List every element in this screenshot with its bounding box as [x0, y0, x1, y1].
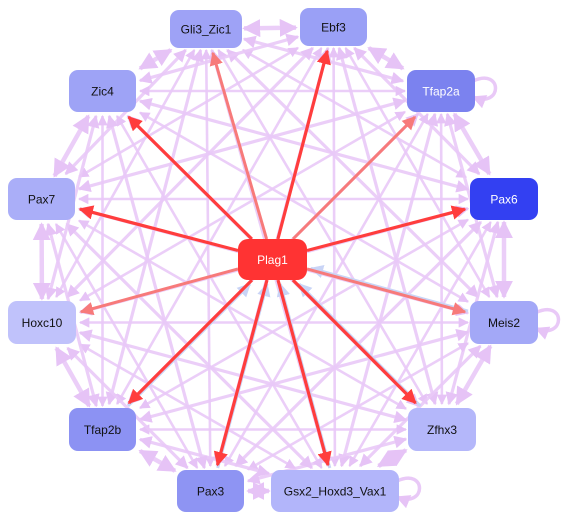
gene-node-label-gsx2_hoxd3_vax1: Gsx2_Hoxd3_Vax1	[284, 485, 387, 499]
gene-node-tfap2a[interactable]: Tfap2a	[407, 70, 475, 112]
gene-node-label-zic4: Zic4	[91, 85, 114, 99]
hub-node-group: Plag1	[238, 239, 307, 280]
self-loop-edges	[395, 76, 561, 509]
gene-node-meis2[interactable]: Meis2	[470, 301, 538, 344]
gene-node-ebf3[interactable]: Ebf3	[300, 8, 367, 46]
gene-node-label-zfhx3: Zfhx3	[427, 423, 457, 437]
hub-edge-plag1-pax7	[78, 205, 239, 253]
self-loop-tfap2a	[471, 76, 498, 109]
gene-node-pax7[interactable]: Pax7	[8, 178, 75, 220]
mesh-edge-ebf3-tfap2a	[367, 46, 405, 71]
gene-node-box-zfhx3[interactable]	[408, 408, 476, 451]
hub-edge-plag1-meis2	[306, 267, 467, 316]
incoming-edge-meis2	[309, 264, 469, 313]
gene-node-zic4[interactable]: Zic4	[69, 70, 136, 112]
hub-edge-plag1-pax6	[306, 205, 467, 253]
mesh-edge-gli3_zic1-ebf3	[242, 18, 298, 38]
gene-node-box-ebf3[interactable]	[300, 8, 367, 46]
hub-edge-plag1-zfhx3	[291, 278, 417, 405]
gene-node-box-pax3[interactable]	[177, 470, 244, 512]
gene-node-label-tfap2a: Tfap2a	[422, 85, 460, 99]
self-loop-gsx2_hoxd3_vax1	[395, 476, 422, 509]
gene-node-label-hoxc10: Hoxc10	[22, 316, 63, 330]
gene-nodes: Gli3_Zic1 Ebf3Tfap2aPax6Meis2Zfhx3Gsx2_Ho…	[8, 8, 538, 512]
gene-node-pax3[interactable]: Pax3	[177, 470, 244, 512]
gene-node-label-pax7: Pax7	[28, 193, 56, 207]
mesh-edge-gli3_zic1-pax3	[201, 48, 216, 468]
hub-edge-plag1-gsx2_hoxd3_vax1	[276, 279, 332, 467]
hub-edge-plag1-tfap2a	[291, 115, 417, 241]
gene-node-box-gli3_zic1[interactable]	[170, 10, 242, 48]
gene-node-box-hoxc10[interactable]	[8, 301, 76, 344]
gene-node-label-tfap2b: Tfap2b	[84, 423, 122, 437]
mesh-edge-gli3_zic1-zic4	[138, 48, 173, 71]
gene-node-tfap2b[interactable]: Tfap2b	[69, 408, 136, 451]
gene-node-box-tfap2b[interactable]	[69, 408, 136, 451]
gene-node-label-pax3: Pax3	[197, 485, 225, 499]
mesh-edge-ebf3-gsx2_hoxd3_vax1	[328, 46, 341, 468]
gene-node-box-tfap2a[interactable]	[407, 70, 475, 112]
hub-edges	[78, 49, 467, 467]
gene-node-pax6[interactable]: Pax6	[470, 178, 538, 220]
gene-node-gsx2_hoxd3_vax1[interactable]: Gsx2_Hoxd3_Vax1	[271, 470, 399, 512]
gene-node-zfhx3[interactable]: Zfhx3	[408, 408, 476, 451]
mesh-edge-gsx2_hoxd3_vax1-tfap2b	[138, 436, 271, 477]
gene-node-gli3_zic1[interactable]: Gli3_Zic1	[170, 10, 242, 48]
gene-node-label-ebf3: Ebf3	[321, 21, 346, 35]
gene-node-label-pax6: Pax6	[490, 193, 518, 207]
gene-node-box-pax6[interactable]	[470, 178, 538, 220]
gene-node-box-zic4[interactable]	[69, 70, 136, 112]
hub-edge-plag1-ebf3	[276, 49, 331, 240]
gene-node-label-meis2: Meis2	[488, 316, 520, 330]
hub-edge-plag1-gli3_zic1	[209, 51, 269, 240]
mesh-edge-gsx2_hoxd3_vax1-zic4	[115, 115, 323, 469]
hub-edge-plag1-zic4	[127, 115, 253, 241]
mesh-edge-zfhx3-gsx2_hoxd3_vax1	[376, 448, 408, 468]
self-loop-meis2	[534, 308, 561, 340]
mesh-edge-pax3-tfap2b	[138, 448, 177, 473]
gene-node-box-gsx2_hoxd3_vax1[interactable]	[271, 470, 399, 512]
hub-edge-plag1-tfap2b	[127, 278, 254, 405]
hub-edge-plag1-pax3	[213, 279, 269, 467]
gene-node-label-gli3_zic1: Gli3_Zic1	[181, 23, 232, 37]
hub-node-label: Plag1	[257, 253, 288, 267]
mesh-edge-pax7-zic4	[52, 114, 91, 178]
gene-node-box-meis2[interactable]	[470, 301, 538, 344]
gene-node-box-pax7[interactable]	[8, 178, 75, 220]
gene-node-hoxc10[interactable]: Hoxc10	[8, 301, 76, 344]
hub-edge-plag1-hoxc10	[79, 267, 239, 316]
hub-node-plag1[interactable]	[238, 239, 307, 280]
